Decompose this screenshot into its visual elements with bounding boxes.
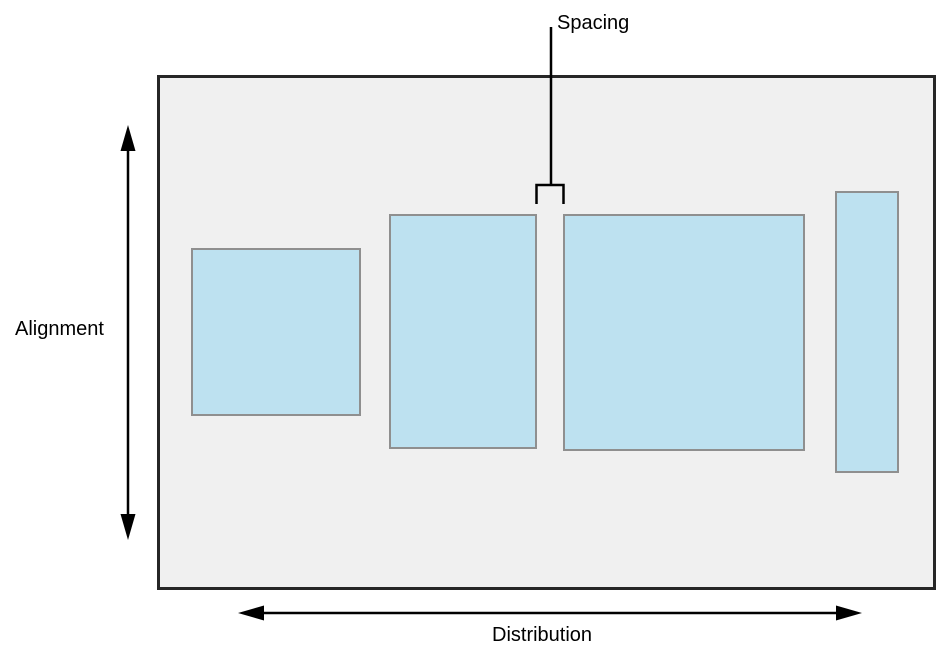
layout-box-1 xyxy=(191,248,361,416)
distribution-label: Distribution xyxy=(492,624,593,646)
layout-box-4 xyxy=(835,191,899,473)
spacing-label: Spacing xyxy=(557,12,630,34)
distribution-arrowhead-right xyxy=(836,605,862,621)
distribution-arrow-icon xyxy=(238,605,862,621)
alignment-label: Alignment xyxy=(15,318,104,340)
layout-box-3 xyxy=(563,214,805,451)
layout-box-2 xyxy=(389,214,537,449)
alignment-arrowhead-down xyxy=(120,514,136,540)
alignment-arrow-icon xyxy=(120,125,136,540)
alignment-arrowhead-up xyxy=(120,125,136,151)
distribution-arrowhead-left xyxy=(238,605,264,621)
